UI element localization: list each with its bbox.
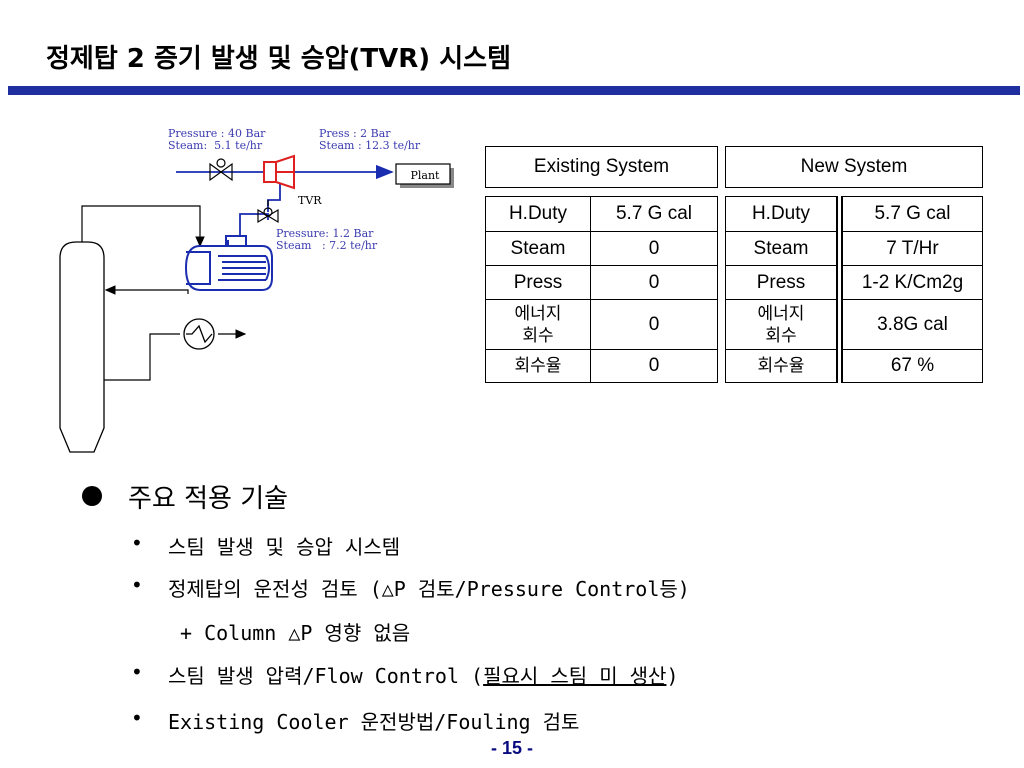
table-row: Press 0 [485, 265, 718, 300]
new-value-press: 1-2 K/Cm2g [836, 265, 983, 300]
column-return-line [104, 285, 189, 295]
table-row: Press 1-2 K/Cm2g [725, 265, 983, 300]
outlet-pressure-label: Press : 2 Bar [319, 127, 391, 140]
plant-label: Plant [410, 169, 440, 182]
page-title: 정제탑 2 증기 발생 및 승압(TVR) 시스템 [46, 44, 512, 74]
table-row: H.Duty 5.7 G cal [485, 196, 718, 232]
inlet-valve [209, 158, 233, 182]
cooler-exchanger [183, 318, 215, 350]
existing-system-header: Existing System [485, 146, 718, 188]
column-overhead-line [81, 205, 205, 248]
tvr-ejector [263, 154, 295, 190]
table-row: 회수율 67 % [725, 349, 983, 383]
list-item-text-end: ) [666, 664, 679, 688]
main-bullet-icon [82, 486, 102, 506]
new-label-duty: H.Duty [725, 196, 840, 232]
table-row: 에너지 회수 3.8G cal [725, 299, 983, 350]
existing-value-rate: 0 [590, 349, 718, 383]
steam-generator-drum [184, 235, 273, 291]
new-label-steam: Steam [725, 231, 840, 266]
list-item: 정제탑의 운전성 검토 (△P 검토/Pressure Control등) [168, 577, 690, 601]
table-row: Steam 7 T/Hr [725, 231, 983, 266]
list-item-text: 스팀 발생 압력/Flow Control ( [168, 664, 484, 688]
table-row: 회수율 0 [485, 349, 718, 383]
new-value-rate: 67 % [836, 349, 983, 383]
bullet-icon: • [131, 706, 143, 730]
new-label-press: Press [725, 265, 840, 300]
existing-value-energy: 0 [590, 299, 718, 350]
new-value-duty: 5.7 G cal [836, 196, 983, 232]
title-underline-bar [8, 86, 1020, 95]
bullet-icon: • [131, 573, 143, 597]
outlet-steam-label: Steam : 12.3 te/hr [319, 139, 421, 152]
low-pressure-steam-line [239, 184, 281, 236]
new-value-energy: 3.8G cal [836, 299, 983, 350]
inlet-pressure-label: Pressure : 40 Bar [168, 127, 266, 140]
existing-label-rate: 회수율 [485, 349, 591, 383]
list-item: Existing Cooler 운전방법/Fouling 검토 [168, 710, 580, 734]
plant-box [395, 163, 454, 188]
table-row: H.Duty 5.7 G cal [725, 196, 983, 232]
existing-system-table: H.Duty 5.7 G cal Steam 0 Press 0 에너지 회수 … [485, 196, 718, 383]
list-item: 스팀 발생 및 승압 시스템 [168, 535, 401, 559]
page-number: - 15 - [490, 738, 533, 758]
list-item-note: + Column △P 영향 없음 [180, 621, 411, 645]
low-pressure-label: Pressure: 1.2 Bar [276, 227, 374, 240]
process-diagram [59, 154, 454, 453]
existing-label-duty: H.Duty [485, 196, 591, 232]
bullet-icon: • [131, 531, 143, 555]
list-item: 스팀 발생 압력/Flow Control (필요시 스팀 미 생산) [168, 660, 678, 689]
existing-value-press: 0 [590, 265, 718, 300]
new-value-steam: 7 T/Hr [836, 231, 983, 266]
low-steam-label: Steam : 7.2 te/hr [276, 239, 378, 252]
existing-value-steam: 0 [590, 231, 718, 266]
tvr-label: TVR [298, 194, 322, 207]
table-row: Steam 0 [485, 231, 718, 266]
existing-label-energy: 에너지 회수 [485, 299, 591, 350]
low-pressure-valve [257, 200, 279, 224]
distillation-column [59, 241, 105, 453]
existing-value-duty: 5.7 G cal [590, 196, 718, 232]
existing-label-press: Press [485, 265, 591, 300]
new-label-energy: 에너지 회수 [725, 299, 840, 350]
list-item-underlined: 필요시 스팀 미 생산 [483, 664, 667, 688]
new-system-table: H.Duty 5.7 G cal Steam 7 T/Hr Press 1-2 … [725, 196, 983, 383]
main-bullet-heading: 주요 적용 기술 [128, 484, 289, 514]
bottom-loop-line [104, 329, 247, 381]
table-row: 에너지 회수 0 [485, 299, 718, 350]
new-label-rate: 회수율 [725, 349, 840, 383]
new-system-header: New System [725, 146, 983, 188]
existing-label-steam: Steam [485, 231, 591, 266]
bullet-icon: • [131, 660, 143, 684]
inlet-steam-label: Steam: 5.1 te/hr [168, 139, 263, 152]
